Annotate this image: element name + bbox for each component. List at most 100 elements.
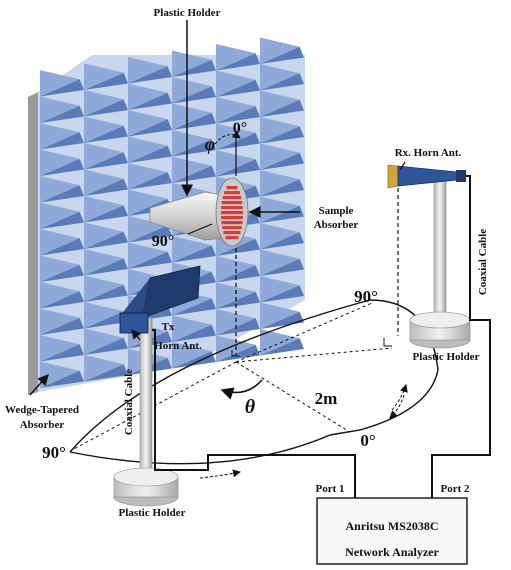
absorber-wedge-shade xyxy=(84,337,128,355)
absorber-wedge-face xyxy=(172,77,212,104)
absorber-wedge-face xyxy=(84,143,124,170)
network-analyzer-box xyxy=(316,497,468,565)
sample-absorber-label-2: Absorber xyxy=(314,219,359,231)
absorber-wedge-shade xyxy=(216,344,260,362)
absorber-wedge-face xyxy=(260,143,300,170)
rx-motion-arrow-up xyxy=(391,384,408,411)
absorber-wedge-face xyxy=(84,249,124,276)
wedge-absorber-arrow xyxy=(29,373,49,396)
absorber-wedge-shade xyxy=(216,159,260,177)
arc-outline-lower xyxy=(69,434,331,465)
absorber-wedge-shade xyxy=(260,179,304,197)
absorber-wedge-face xyxy=(172,236,212,263)
absorber-wedge-face xyxy=(216,97,256,124)
absorber-wedge-shade xyxy=(128,225,172,243)
absorber-wedge-face xyxy=(128,110,168,137)
analyzer-label-2: Network Analyzer xyxy=(345,545,439,559)
absorber-wedge-shade xyxy=(128,251,172,269)
sample-absorber-strip xyxy=(221,206,243,210)
absorber-wedge-shade xyxy=(40,317,84,335)
absorber-wedge-shade xyxy=(260,338,304,356)
sample-absorber-strip xyxy=(225,236,239,240)
absorber-wedge-shade xyxy=(84,258,128,276)
absorber-wedge-shade xyxy=(84,152,128,170)
absorber-wedge-face xyxy=(172,50,212,77)
absorber-wedge-shade xyxy=(40,132,84,150)
absorber-wedge-shade xyxy=(216,53,260,71)
absorber-wedge-face xyxy=(172,315,212,342)
absorber-wedge-shade xyxy=(260,258,304,276)
absorber-wedge-face xyxy=(84,328,124,355)
phi-rotation-arrow xyxy=(211,130,241,149)
tx-antenna-assembly xyxy=(113,265,201,507)
absorber-wedge-face xyxy=(216,282,256,309)
zero-degree-top-label: 0° xyxy=(233,120,247,137)
sample-absorber-strip xyxy=(221,211,243,215)
port2-label: Port 2 xyxy=(440,483,470,495)
absorber-wedge-shade xyxy=(172,139,216,157)
absorber-wedge-shade xyxy=(260,232,304,250)
ninety-degree-arc-left-label: 90° xyxy=(42,443,66,462)
tx-horn-label-2: Horn Ant. xyxy=(154,340,202,352)
theta-rotation-arrow xyxy=(220,379,263,400)
absorber-wedge-face xyxy=(128,163,168,190)
absorber-wedge-shade xyxy=(172,324,216,342)
absorber-wedge-face xyxy=(84,302,124,329)
wall-side-panel xyxy=(28,92,38,395)
plastic-holder-rx xyxy=(409,311,471,329)
absorber-wedge-face xyxy=(172,156,212,183)
absorber-wedge-face xyxy=(128,242,168,269)
absorber-wedge-shade xyxy=(128,92,172,110)
sample-absorber-strip xyxy=(221,216,243,220)
plastic-holder-bottom-label: Plastic Holder xyxy=(119,507,186,519)
absorber-wedge-face xyxy=(40,308,80,335)
absorber-wedge-shade xyxy=(128,145,172,163)
sample-absorber-strip xyxy=(221,221,243,225)
sample-absorber-label-1: Sample xyxy=(319,205,354,217)
absorber-wedge-shade xyxy=(260,311,304,329)
absorber-wedge-face xyxy=(84,196,124,223)
absorber-wedge-shade xyxy=(216,106,260,124)
absorber-wedge-shade xyxy=(172,165,216,183)
absorber-wedge-shade xyxy=(84,205,128,223)
absorber-wedge-shade xyxy=(40,211,84,229)
absorber-wedge-shade xyxy=(128,66,172,84)
absorber-wedge-shade xyxy=(260,73,304,91)
absorber-wedge-shade xyxy=(172,298,216,316)
wedge-absorber-wall xyxy=(28,37,305,395)
absorber-wedges xyxy=(40,37,304,388)
zero-degree-bottom-label: 0° xyxy=(360,431,375,450)
sample-absorber-strip xyxy=(226,186,238,190)
absorber-wedge-shade xyxy=(216,265,260,283)
absorber-wedge-face xyxy=(216,309,256,336)
absorber-wedge-shade xyxy=(216,238,260,256)
absorber-wedge-shade xyxy=(172,245,216,263)
radius-line-rx xyxy=(235,347,393,363)
tx-horn-top xyxy=(141,265,201,319)
absorber-wedge-shade xyxy=(84,178,128,196)
absorber-wedge-shade xyxy=(128,119,172,137)
absorber-wedge-face xyxy=(172,103,212,130)
theta-label: θ xyxy=(245,396,256,418)
absorber-wedge-shade xyxy=(172,59,216,77)
coaxial-cable-right xyxy=(431,175,491,498)
absorber-wedge-shade xyxy=(40,238,84,256)
absorber-wedge-face xyxy=(216,70,256,97)
absorber-wedge-shade xyxy=(260,126,304,144)
absorber-wedge-face xyxy=(84,169,124,196)
absorber-wedge-shade xyxy=(40,105,84,123)
absorber-wedge-face xyxy=(40,123,80,150)
phi-label: φ xyxy=(205,134,216,154)
absorber-wedge-face xyxy=(260,117,300,144)
absorber-wedge-face xyxy=(40,176,80,203)
plastic-holder-tx xyxy=(113,467,179,487)
absorber-wedge-face xyxy=(84,63,124,90)
rx-motion-arrow-down xyxy=(389,394,405,419)
absorber-wedge-face xyxy=(84,222,124,249)
ninety-axis-line xyxy=(187,223,213,235)
absorber-wedge-shade xyxy=(84,364,128,382)
absorber-wedge-shade xyxy=(40,291,84,309)
absorber-wedge-face xyxy=(40,96,80,123)
absorber-wedge-shade xyxy=(172,86,216,104)
